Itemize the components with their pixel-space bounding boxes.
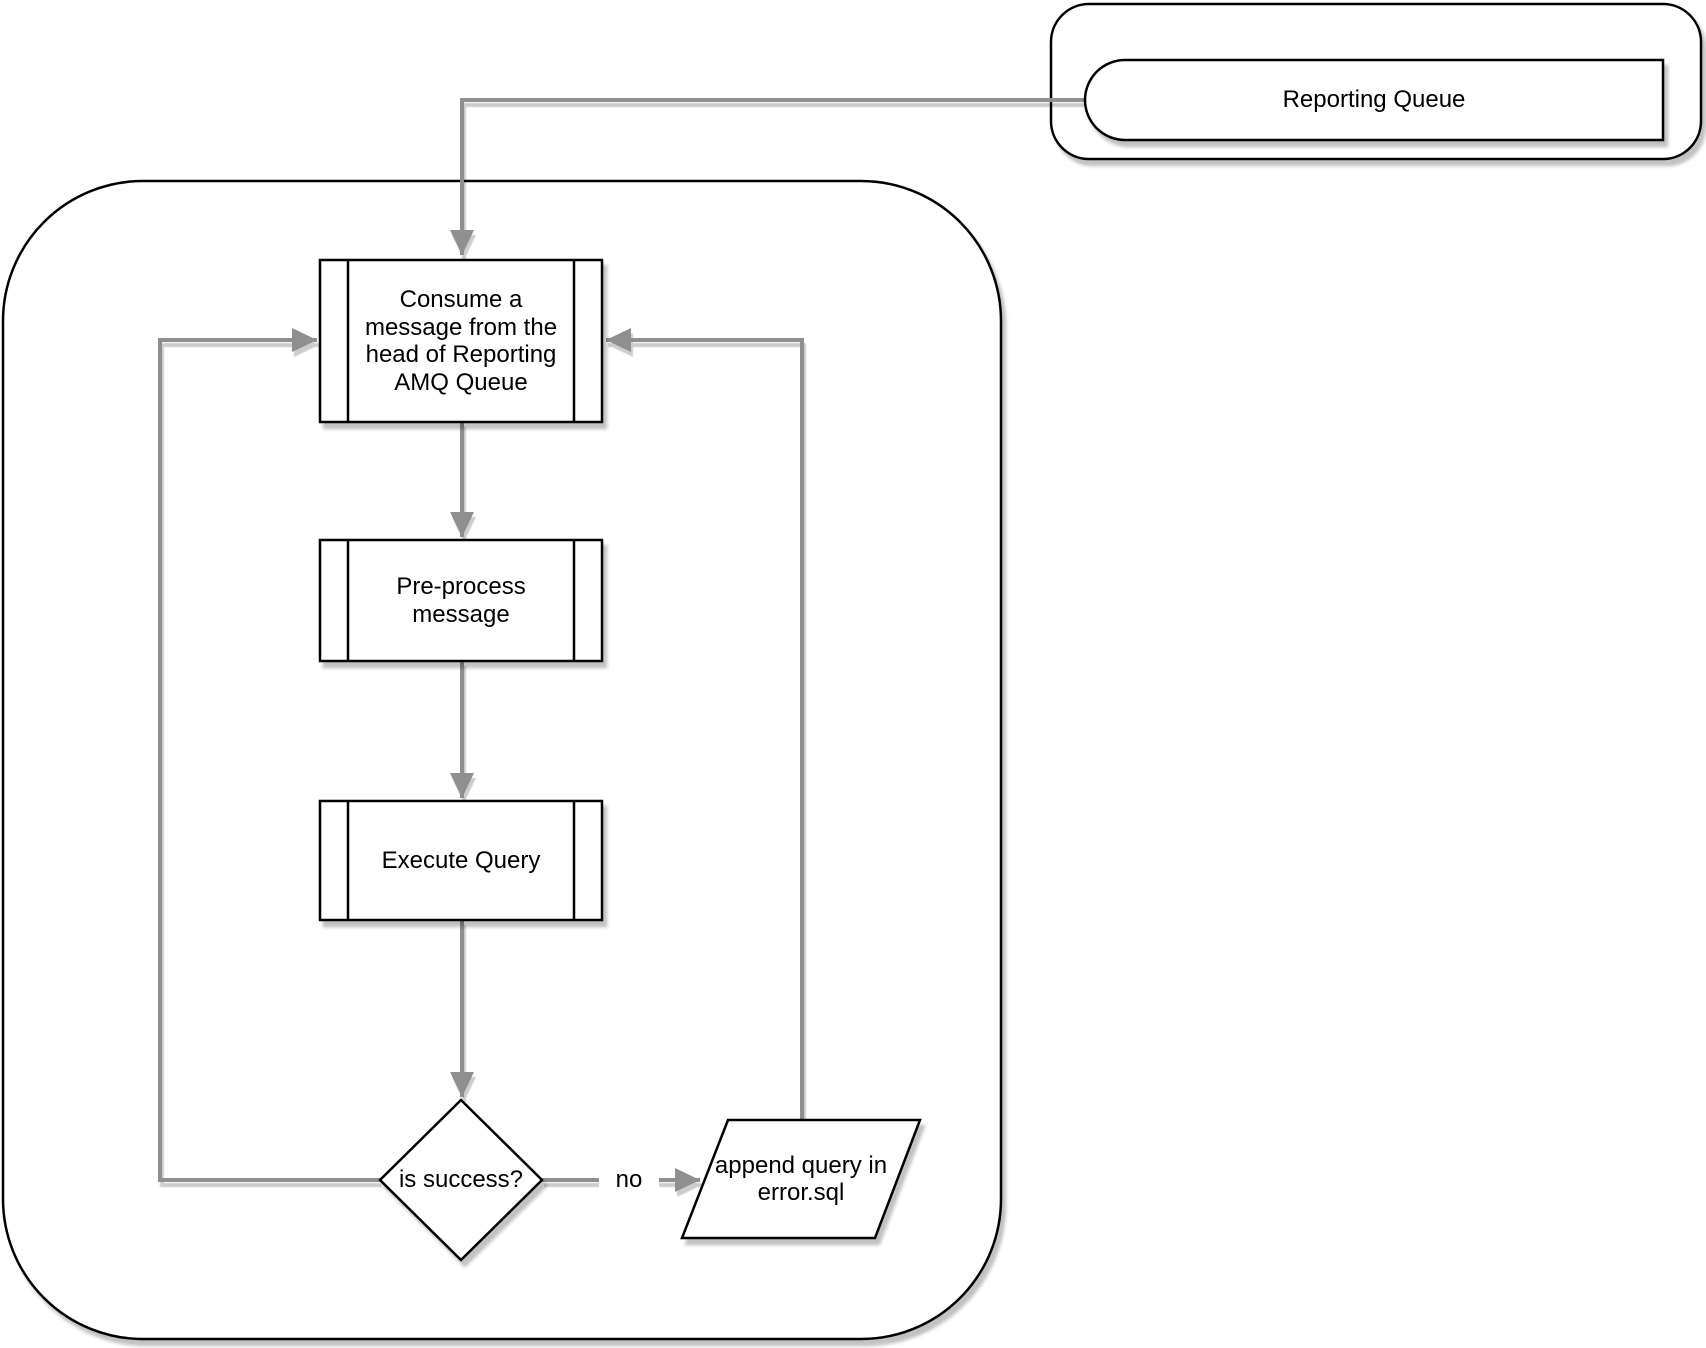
reporting-queue-shape: [1083, 58, 1665, 142]
consume-message-node: [318, 258, 604, 424]
preprocess-message-node: [318, 538, 604, 663]
append-error-node: [680, 1118, 922, 1240]
edge-decision-yes-loop: [158, 328, 380, 1182]
edge-queue-to-consume: [450, 98, 1085, 255]
consume-message-rect: [318, 258, 604, 424]
is-success-decision-node: [378, 1098, 544, 1262]
loop-container-shape: [1, 179, 1003, 1341]
execute-query-node: [318, 799, 604, 922]
edge-append-to-consume: [606, 328, 804, 1120]
execute-query-rect: [318, 799, 604, 922]
preprocess-message-rect: [318, 538, 604, 663]
flow-edges: [158, 98, 1085, 1192]
